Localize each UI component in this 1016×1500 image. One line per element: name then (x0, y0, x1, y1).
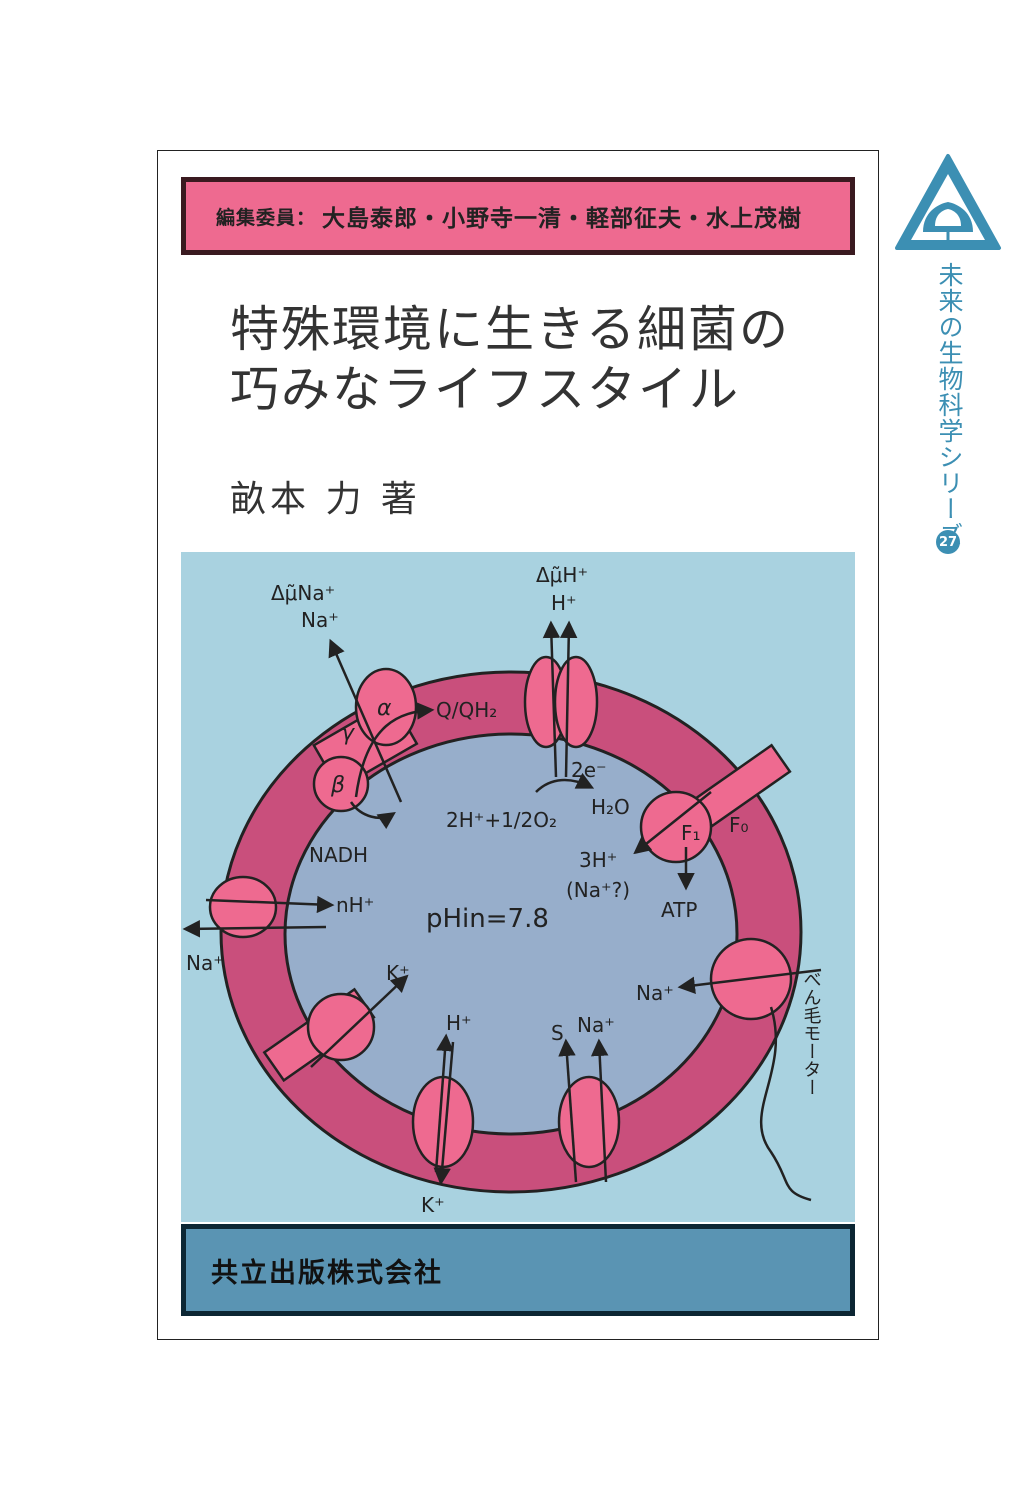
label-k-upper: K⁺ (386, 961, 410, 985)
label-gamma: γ (341, 721, 355, 746)
label-flagellar-motor: べん毛モーター (801, 970, 822, 1096)
label-na-left: Na⁺ (186, 951, 224, 975)
label-f1: F₁ (681, 821, 701, 845)
title-line-1: 特殊環境に生きる細菌の (230, 301, 791, 358)
publisher-bar: 共立出版株式会社 (181, 1224, 855, 1316)
editors-banner: 編集委員： 大島泰郎・小野寺一清・軽部征夫・水上茂樹 (181, 177, 855, 255)
k-transporter (262, 987, 376, 1083)
bacterial-cell-illustration: Δμ̃Na⁺ Na⁺ Δμ̃H⁺ H⁺ α γ β Q/QH₂ 2e⁻ NADH… (181, 552, 855, 1222)
label-3h: 3H⁺ (579, 848, 617, 872)
label-na-right: Na⁺ (636, 981, 674, 1005)
flagellum (760, 1006, 812, 1202)
bottom-transporter-2 (557, 1075, 621, 1169)
label-quinone: Q/QH₂ (436, 698, 497, 722)
flux-arrows (182, 620, 822, 1186)
label-fo: F₀ (729, 813, 749, 837)
label-s: S (551, 1021, 564, 1045)
label-nadh: NADH (309, 843, 368, 867)
label-k-lower: K⁺ (421, 1193, 445, 1217)
series-logo-icon (895, 154, 1001, 250)
label-delta-h: Δμ̃H⁺ (536, 563, 588, 587)
label-beta: β (330, 773, 345, 798)
label-na-out: Na⁺ (301, 608, 339, 632)
cytoplasm (283, 732, 739, 1136)
label-alpha: α (377, 696, 392, 721)
label-ph-in: pHin=7.8 (426, 904, 549, 934)
label-h-bottom: H⁺ (446, 1011, 472, 1035)
label-nh: nH⁺ (336, 893, 374, 917)
label-reaction: 2H⁺+1/2O₂ (446, 808, 557, 832)
label-delta-na: Δμ̃Na⁺ (271, 581, 335, 605)
editors-names: 大島泰郎・小野寺一清・軽部征夫・水上茂樹 (322, 206, 803, 232)
label-water: H₂O (591, 795, 630, 819)
label-na-question: (Na⁺?) (566, 878, 630, 902)
label-2e: 2e⁻ (571, 758, 607, 782)
atp-synthase (639, 743, 792, 864)
book-title: 特殊環境に生きる細菌の 巧みなライフスタイル (230, 300, 790, 420)
editors-label: 編集委員： (216, 206, 317, 229)
label-h-out: H⁺ (551, 591, 577, 615)
title-line-2: 巧みなライフスタイル (230, 361, 741, 418)
left-transporter (208, 875, 278, 939)
label-atp: ATP (661, 898, 697, 922)
publisher-name: 共立出版株式会社 (211, 1257, 443, 1289)
label-na-bottom: Na⁺ (577, 1013, 615, 1037)
author: 畝本 力 著 (230, 479, 421, 520)
series-name: 未来の生物科学シリーズ (935, 262, 964, 548)
terminal-oxidase (523, 655, 599, 749)
series-number-badge: 27 (936, 530, 960, 554)
